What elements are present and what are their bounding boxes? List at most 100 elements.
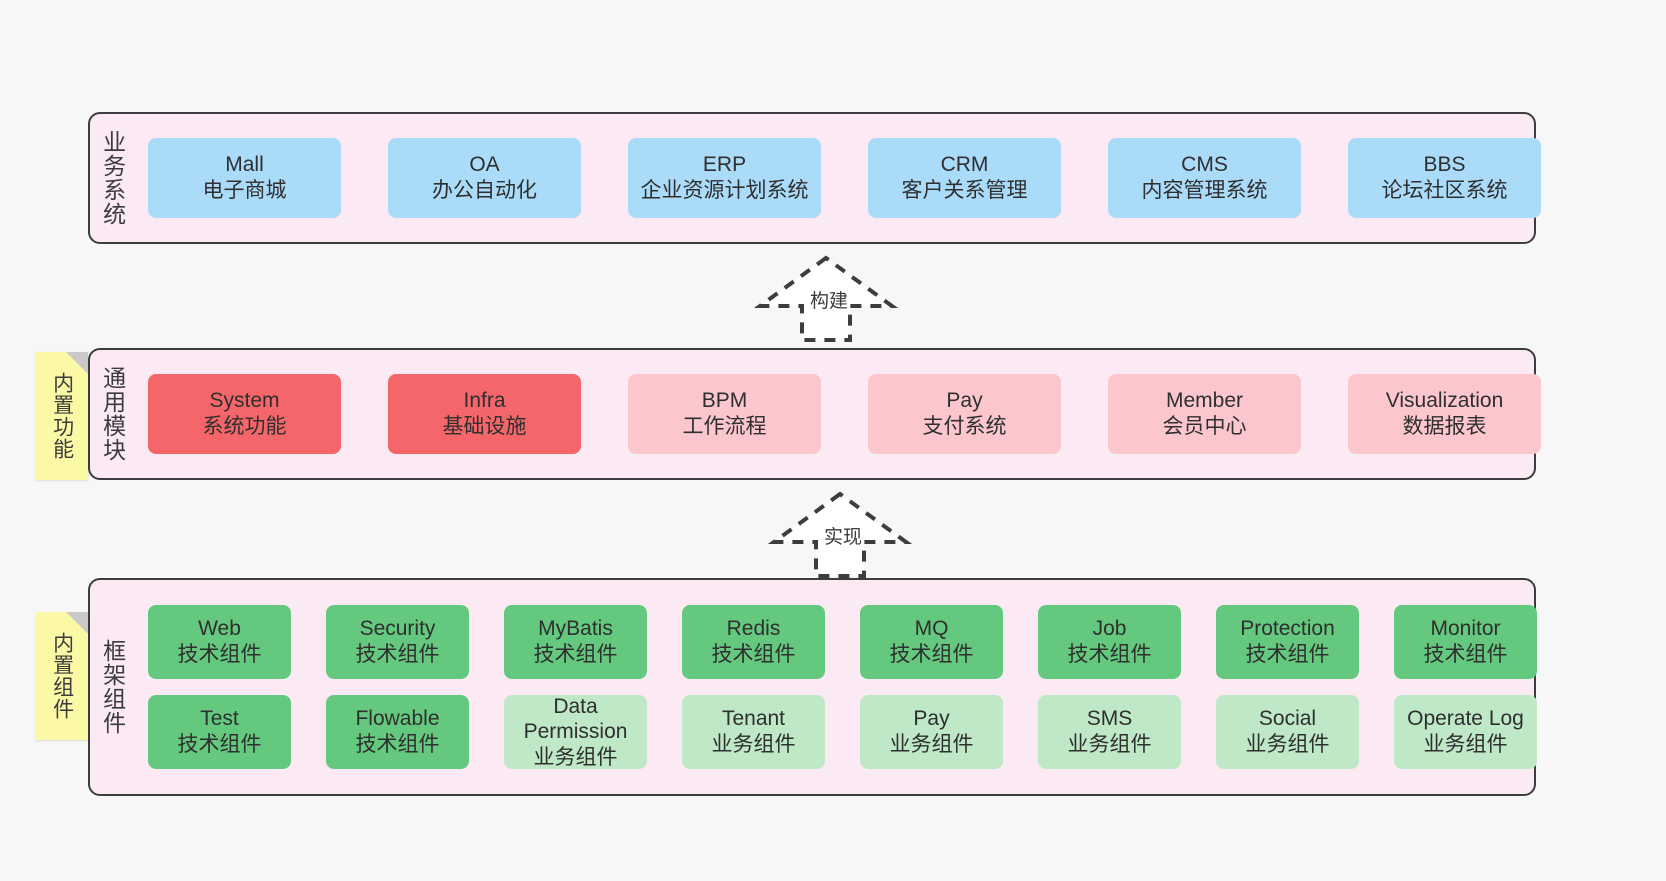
note-fold-corner-icon xyxy=(66,612,88,634)
node-subtitle: 业务组件 xyxy=(1067,733,1152,756)
node-subtitle: 技术组件 xyxy=(889,643,974,666)
note-fold-corner-icon xyxy=(66,352,88,374)
node-subtitle: 技术组件 xyxy=(1245,643,1330,666)
node-title: MyBatis xyxy=(538,617,613,641)
node-subtitle: 业务组件 xyxy=(533,745,618,769)
node-title: Operate Log xyxy=(1407,707,1524,731)
node-subtitle: 工作流程 xyxy=(682,415,767,438)
connector-implement-arrow xyxy=(767,491,913,578)
node-subtitle: 业务组件 xyxy=(1245,733,1330,756)
connector-build: 构建 xyxy=(753,252,899,344)
node-subtitle: 技术组件 xyxy=(177,643,262,666)
node-subtitle: 基础设施 xyxy=(442,415,527,438)
node-subtitle: 系统功能 xyxy=(202,415,287,438)
node-title: Visualization xyxy=(1385,389,1504,413)
node-subtitle: 技术组件 xyxy=(1067,643,1152,666)
node-title: Pay xyxy=(913,707,950,731)
node-subtitle: 电子商城 xyxy=(202,179,287,202)
node-subtitle: 技术组件 xyxy=(533,643,618,666)
node-title: Pay xyxy=(946,389,983,413)
layer-title-business: 业务系统 xyxy=(99,130,126,226)
node-title: CMS xyxy=(1181,153,1228,177)
node-title: Flowable xyxy=(355,707,440,731)
sticky-note-label: 内置功能 xyxy=(50,372,74,460)
node-subtitle: 业务组件 xyxy=(711,733,796,756)
node-title: Security xyxy=(359,617,436,641)
layer-title-common: 通用模块 xyxy=(99,366,126,462)
node-title: BPM xyxy=(701,389,748,413)
layer-title-framework: 框架组件 xyxy=(99,639,126,735)
node-subtitle: 支付系统 xyxy=(922,415,1007,438)
node-subtitle: 数据报表 xyxy=(1402,415,1487,438)
node-subtitle: 技术组件 xyxy=(711,643,796,666)
node-title: Monitor xyxy=(1430,617,1501,641)
node-subtitle: 会员中心 xyxy=(1162,415,1247,438)
node-subtitle: 业务组件 xyxy=(889,733,974,756)
node-title: Protection xyxy=(1240,617,1335,641)
node-title: Tenant xyxy=(721,707,786,731)
node-subtitle: 技术组件 xyxy=(355,733,440,756)
sticky-note-builtin-components: 内置组件 xyxy=(36,612,88,740)
node-subtitle: 内容管理系统 xyxy=(1141,179,1268,202)
node-title: Test xyxy=(200,707,239,731)
node-subtitle: 技术组件 xyxy=(355,643,440,666)
node-title: SMS xyxy=(1086,707,1133,731)
node-title: Job xyxy=(1092,617,1127,641)
node-title: CRM xyxy=(940,153,989,177)
node-title: MQ xyxy=(914,617,949,641)
connector-build-label: 构建 xyxy=(810,291,849,312)
node-subtitle: 技术组件 xyxy=(177,733,262,756)
connector-implement: 实现 xyxy=(767,488,913,580)
node-title: Social xyxy=(1258,707,1317,731)
node-subtitle: 技术组件 xyxy=(1423,643,1508,666)
node-title: BBS xyxy=(1423,153,1466,177)
node-title: ERP xyxy=(702,153,747,177)
node-subtitle: 企业资源计划系统 xyxy=(640,179,809,202)
node-title: OA xyxy=(469,153,500,177)
node-title: System xyxy=(209,389,280,413)
sticky-note-builtin-features: 内置功能 xyxy=(36,352,88,480)
node-title: Data Permission xyxy=(523,694,628,744)
node-subtitle: 办公自动化 xyxy=(432,179,537,202)
node-title: Redis xyxy=(726,617,781,641)
